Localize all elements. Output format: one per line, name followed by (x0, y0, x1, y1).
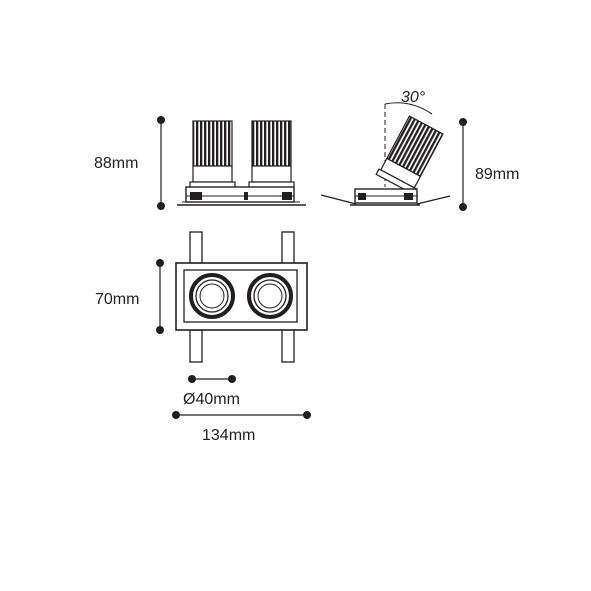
width-label: 134mm (202, 427, 255, 444)
side-housing (320, 188, 451, 206)
top-view: 70mm Ø40mm 134mm (95, 231, 311, 444)
top-height-dimension: 70mm (95, 259, 164, 334)
front-housing (177, 186, 306, 206)
side-height-label: 89mm (475, 166, 519, 183)
tilt-angle-indicator: 30° (384, 89, 433, 187)
front-height-dimension: 88mm (94, 116, 165, 210)
side-height-dimension: 89mm (459, 118, 519, 211)
side-lamp-tilted (375, 115, 444, 195)
mounting-clips (189, 231, 295, 363)
top-height-label: 70mm (95, 291, 139, 308)
front-view: 88mm (94, 116, 306, 210)
side-view: 89mm 30° (320, 89, 519, 211)
front-lamp-right (248, 120, 295, 189)
front-lamp-left (189, 120, 236, 189)
diameter-dimension: Ø40mm (183, 375, 240, 408)
top-lens-right (247, 273, 293, 319)
top-lens-left (189, 273, 235, 319)
tilt-angle-label: 30° (401, 89, 426, 106)
diameter-label: Ø40mm (183, 391, 240, 408)
width-dimension: 134mm (172, 411, 311, 444)
front-height-label: 88mm (94, 155, 138, 172)
